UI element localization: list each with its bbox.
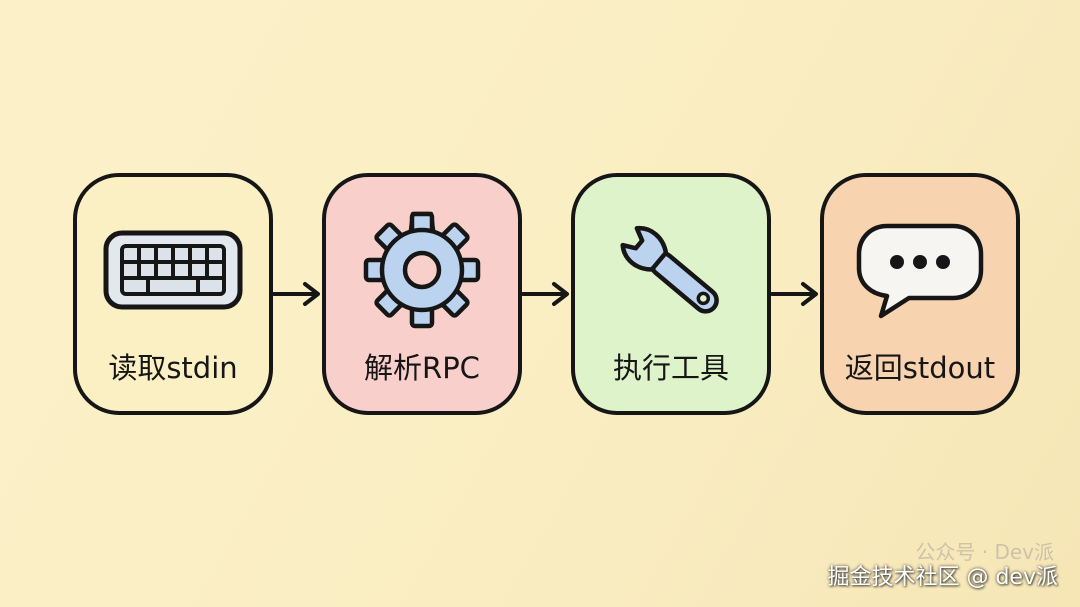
step-execute-tool: 执行工具 (571, 173, 771, 415)
step-label: 解析RPC (364, 351, 480, 385)
watermark: 掘金技术社区 @ dev派 (827, 565, 1058, 590)
step-parse-rpc: 解析RPC (322, 173, 522, 415)
step-label: 读取stdin (108, 351, 238, 385)
step-label: 返回stdout (844, 351, 996, 385)
arrow-right-icon (770, 279, 822, 309)
step-read-stdin: 读取stdin (73, 173, 273, 415)
speech-bubble-icon (824, 215, 1016, 325)
wrench-icon (575, 215, 767, 325)
step-return-stdout: 返回stdout (820, 173, 1020, 415)
keyboard-icon (77, 215, 269, 325)
watermark-faint: 公众号 · Dev派 (915, 540, 1054, 564)
arrow-right-icon (272, 279, 324, 309)
step-label: 执行工具 (612, 351, 729, 385)
arrow-right-icon (521, 279, 573, 309)
gear-icon (326, 211, 518, 329)
